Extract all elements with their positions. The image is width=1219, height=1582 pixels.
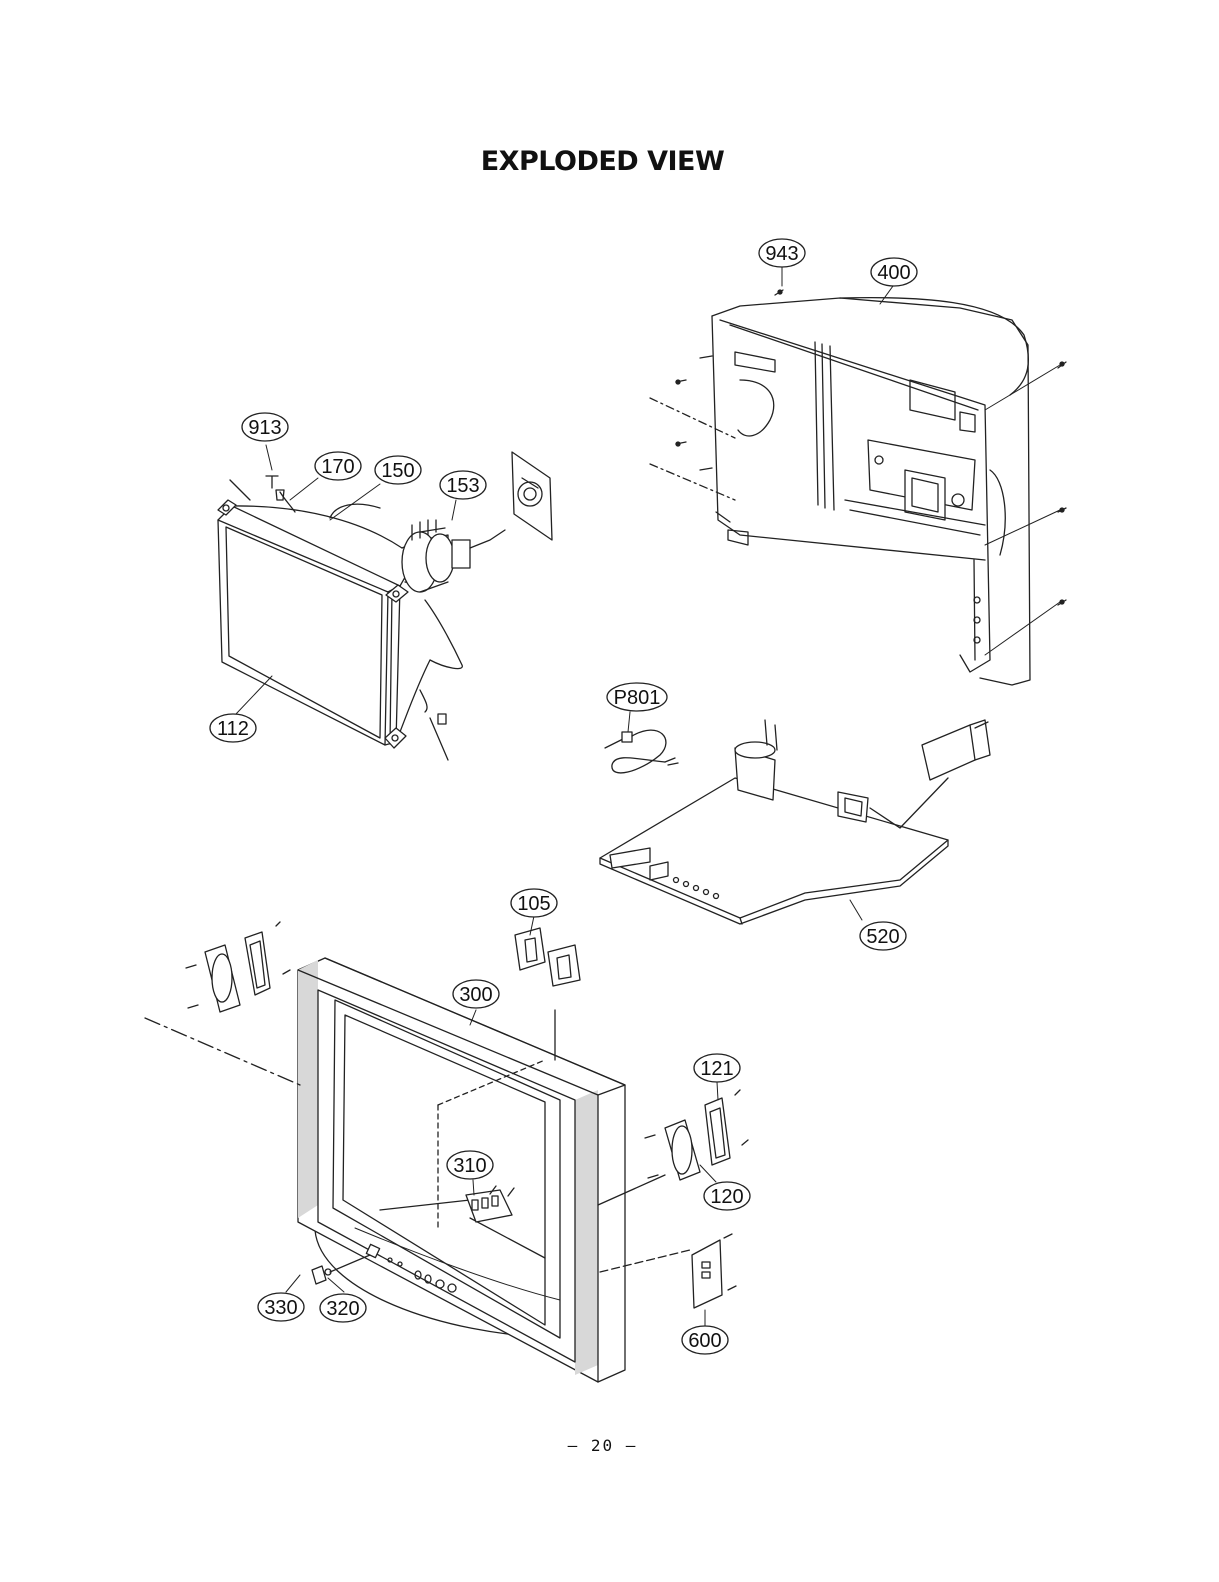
svg-text:105: 105 bbox=[517, 893, 550, 915]
main-pcb bbox=[600, 720, 990, 924]
callout-320: 320 bbox=[320, 1294, 366, 1322]
crt-socket-board bbox=[512, 452, 552, 540]
picture-tube bbox=[218, 476, 462, 760]
callout-150: 150 bbox=[375, 456, 421, 484]
svg-text:320: 320 bbox=[326, 1298, 359, 1320]
callout-310: 310 bbox=[447, 1151, 493, 1179]
svg-text:300: 300 bbox=[459, 984, 492, 1006]
callout-120: 120 bbox=[704, 1182, 750, 1210]
callout-943: 943 bbox=[759, 239, 805, 267]
deflection-yoke bbox=[402, 520, 505, 592]
svg-text:170: 170 bbox=[321, 456, 354, 478]
bracket-105 bbox=[515, 928, 580, 986]
callout-153: 153 bbox=[440, 471, 486, 499]
callout-300: 300 bbox=[453, 980, 499, 1008]
svg-text:310: 310 bbox=[453, 1155, 486, 1177]
page-number: – 20 – bbox=[0, 1436, 1205, 1455]
svg-text:121: 121 bbox=[700, 1058, 733, 1080]
svg-text:112: 112 bbox=[217, 718, 249, 740]
speaker-left bbox=[145, 922, 300, 1085]
svg-text:600: 600 bbox=[688, 1330, 721, 1352]
svg-text:120: 120 bbox=[710, 1186, 743, 1208]
callout-600: 600 bbox=[682, 1326, 728, 1354]
svg-text:520: 520 bbox=[866, 926, 899, 948]
callout-170: 170 bbox=[315, 452, 361, 480]
callout-913: 913 bbox=[242, 413, 288, 441]
callout-P801: P801 bbox=[607, 683, 667, 711]
rear-cabinet bbox=[650, 290, 1066, 685]
callout-520: 520 bbox=[860, 922, 906, 950]
power-cord bbox=[605, 730, 678, 773]
callout-105: 105 bbox=[511, 889, 557, 917]
svg-text:400: 400 bbox=[877, 262, 910, 284]
svg-text:150: 150 bbox=[381, 460, 414, 482]
svg-text:P801: P801 bbox=[614, 687, 661, 709]
callout-112: 112 bbox=[210, 714, 256, 742]
callout-400: 400 bbox=[871, 258, 917, 286]
callout-330: 330 bbox=[258, 1293, 304, 1321]
svg-text:913: 913 bbox=[248, 417, 281, 439]
callout-121: 121 bbox=[694, 1054, 740, 1082]
svg-text:943: 943 bbox=[765, 243, 798, 265]
svg-text:330: 330 bbox=[264, 1297, 297, 1319]
svg-text:153: 153 bbox=[446, 475, 479, 497]
power-button bbox=[312, 1255, 370, 1284]
